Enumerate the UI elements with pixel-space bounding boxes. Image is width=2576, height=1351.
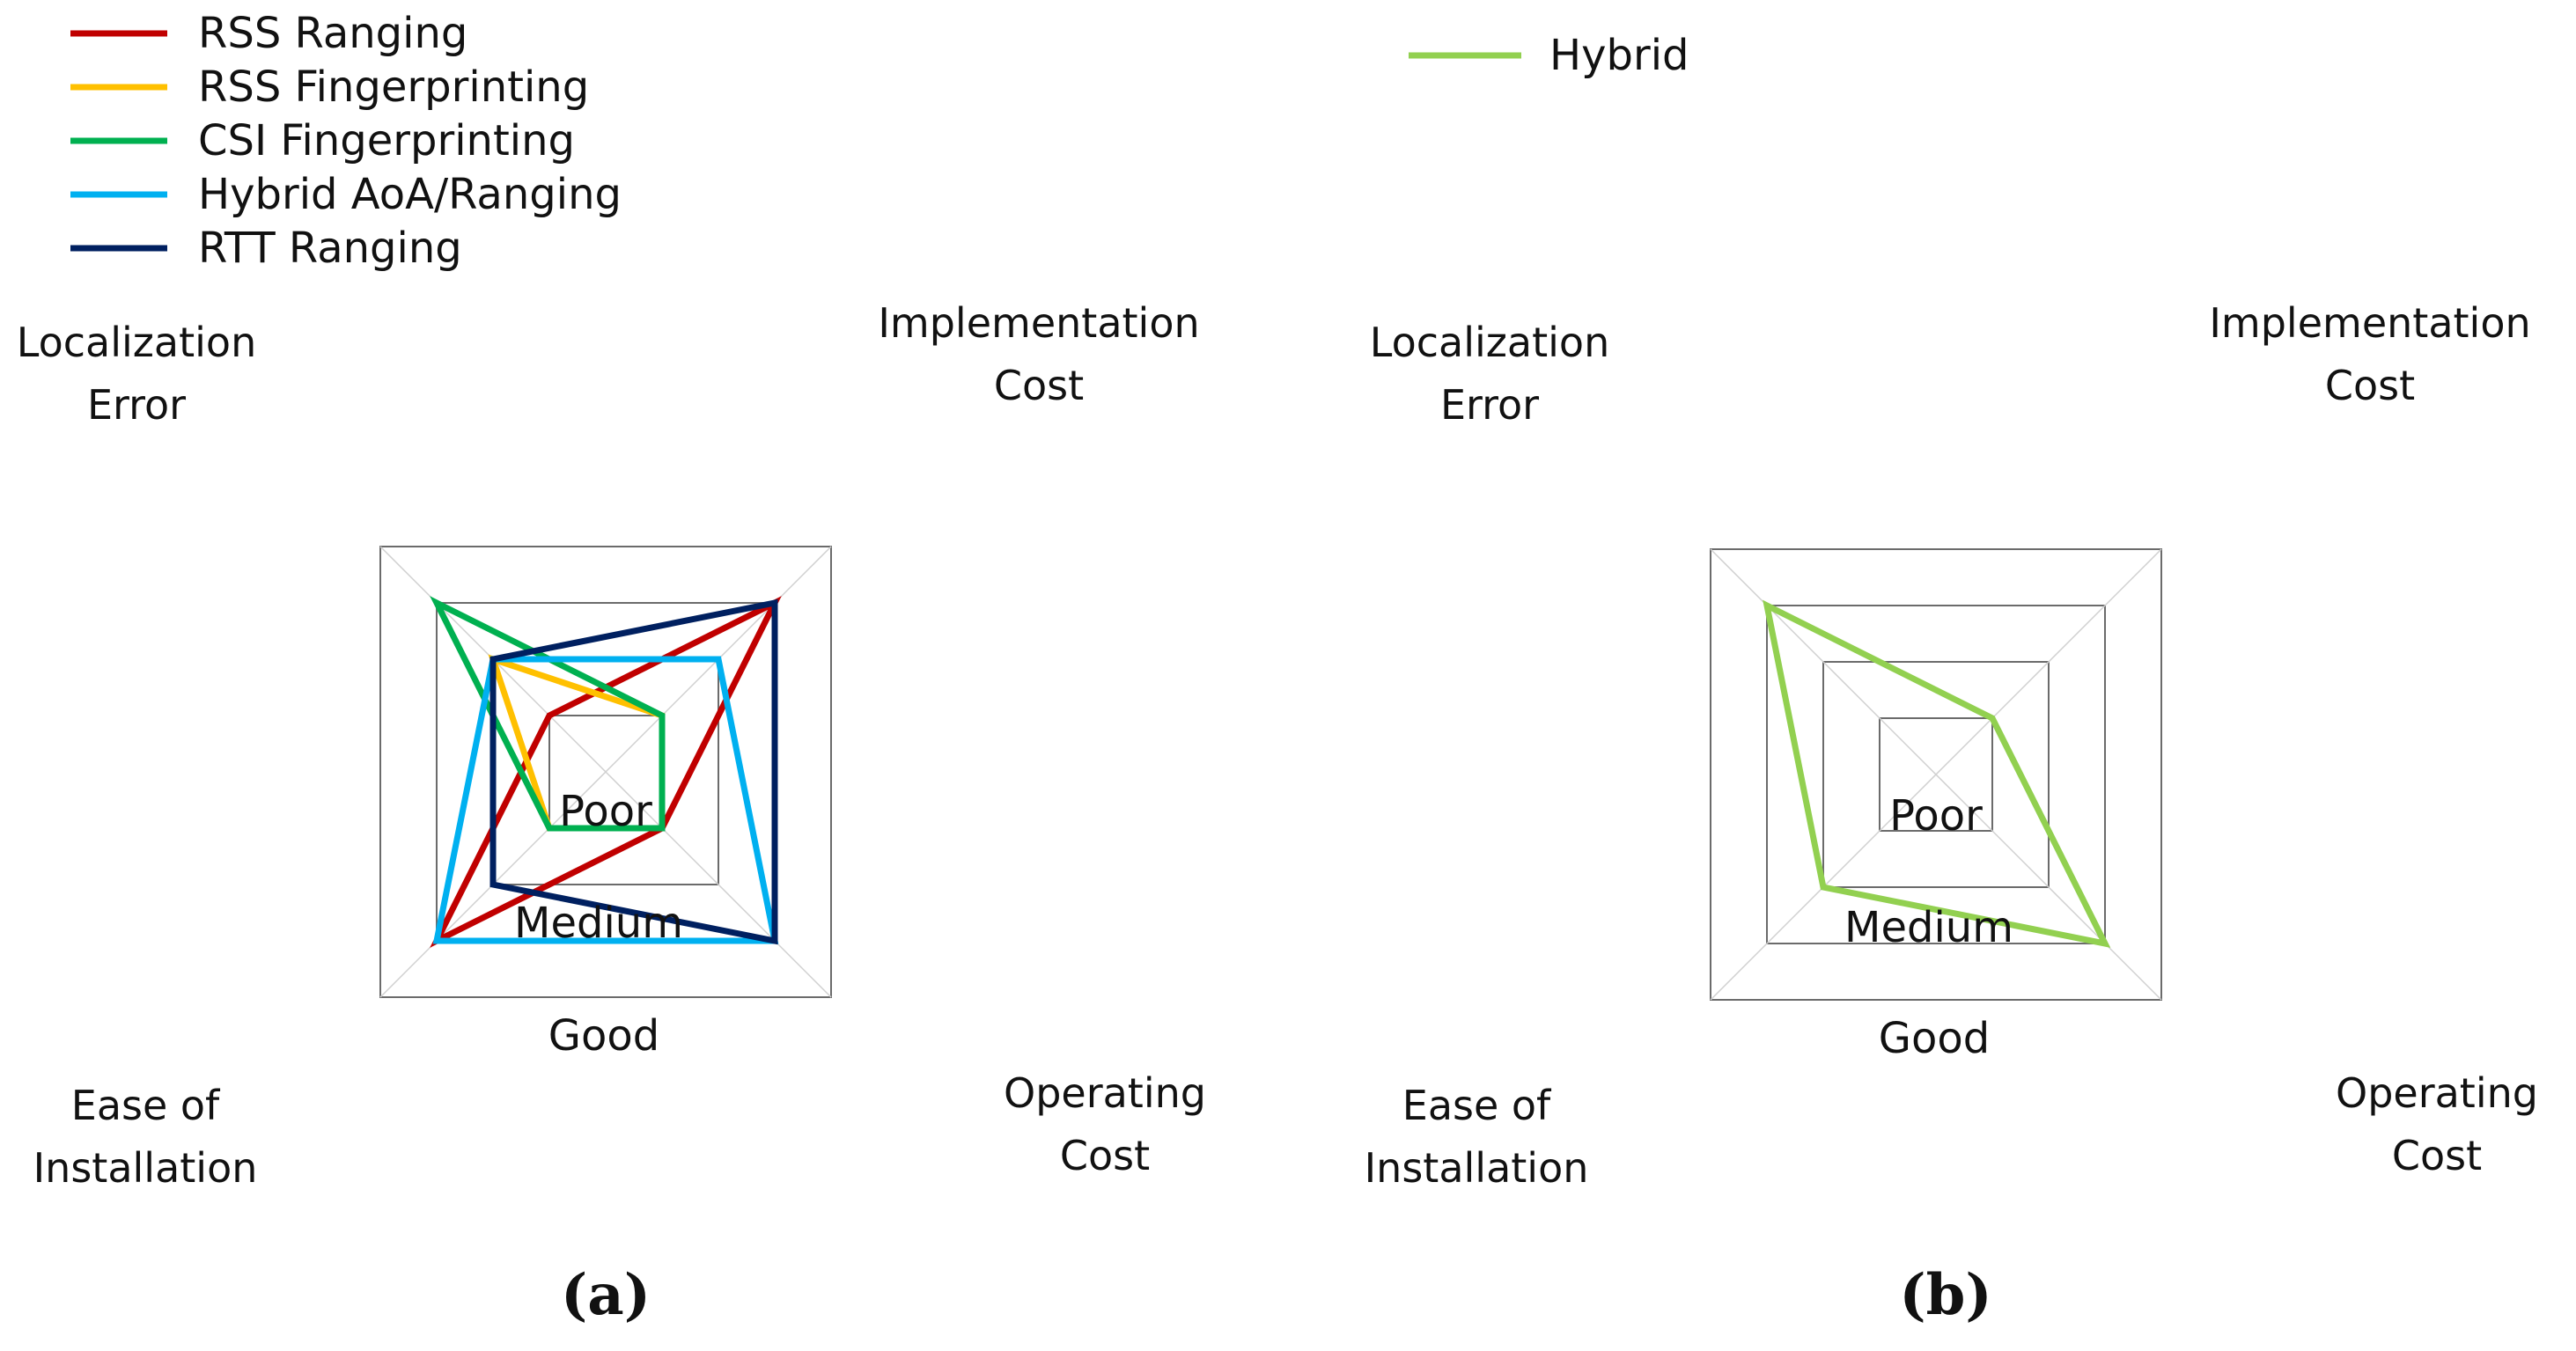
axis-label-ease-of-installation: Ease of Installation bbox=[33, 1082, 258, 1192]
axis-label-line: Installation bbox=[1365, 1144, 1589, 1192]
grid-ring-3 bbox=[1766, 605, 2106, 944]
tier-label-poor: Poor bbox=[559, 787, 652, 836]
axis-label-line: Localization bbox=[17, 319, 256, 366]
tier-label-medium: Medium bbox=[514, 899, 683, 948]
tier-label-good: Good bbox=[1879, 1014, 1990, 1063]
series-line-csi-fingerprinting bbox=[430, 596, 666, 832]
legend-label-rtt-ranging: RTT Ranging bbox=[198, 224, 462, 273]
grid-ring-4 bbox=[1710, 548, 2162, 1001]
grid-ring-2 bbox=[1822, 661, 2050, 888]
axis-label-line: Error bbox=[87, 381, 186, 429]
tier-label-medium: Medium bbox=[1844, 903, 2013, 952]
legend-label-hybrid: Hybrid bbox=[1549, 31, 1689, 80]
axis-label-ease-of-installation: Ease of Installation bbox=[1365, 1082, 1589, 1192]
grid-spoke-diagonal-up bbox=[1710, 548, 2162, 1001]
axis-label-line: Ease of bbox=[1402, 1082, 1552, 1129]
legend-label-csi-fingerprinting: CSI Fingerprinting bbox=[198, 116, 575, 165]
panel-label: (a) bbox=[561, 1262, 651, 1328]
series-line-rtt-ranging bbox=[489, 598, 778, 945]
panel-label: (b) bbox=[1899, 1262, 1991, 1328]
axis-label-line: Cost bbox=[2392, 1132, 2482, 1179]
tier-label-good: Good bbox=[548, 1011, 659, 1061]
axis-label-line: Cost bbox=[1060, 1132, 1150, 1179]
grid-ring-1 bbox=[1879, 717, 1993, 832]
legend-label-rss-ranging: RSS Ranging bbox=[198, 9, 467, 58]
axis-label-line: Installation bbox=[33, 1144, 258, 1192]
legend-label-rss-fingerprinting: RSS Fingerprinting bbox=[198, 62, 589, 112]
axis-label-line: Operating bbox=[1004, 1069, 1206, 1117]
axis-label-line: Error bbox=[1440, 381, 1539, 429]
axis-label-line: Localization bbox=[1370, 319, 1609, 366]
legend-label-hybrid-aoa-ranging: Hybrid AoA/Ranging bbox=[198, 170, 622, 219]
axis-label-line: Implementation bbox=[2209, 299, 2530, 347]
axis-label-line: Cost bbox=[2325, 362, 2415, 409]
series-line-hybrid bbox=[1763, 599, 2111, 948]
grid-ring-4 bbox=[379, 546, 832, 998]
axis-label-line: Cost bbox=[994, 362, 1084, 409]
axis-label-line: Implementation bbox=[878, 299, 1199, 347]
axis-label-line: Ease of bbox=[71, 1082, 221, 1129]
grid-spoke-diagonal-up bbox=[379, 546, 832, 998]
tier-label-poor: Poor bbox=[1889, 791, 1983, 841]
axis-label-line: Operating bbox=[2336, 1069, 2538, 1117]
